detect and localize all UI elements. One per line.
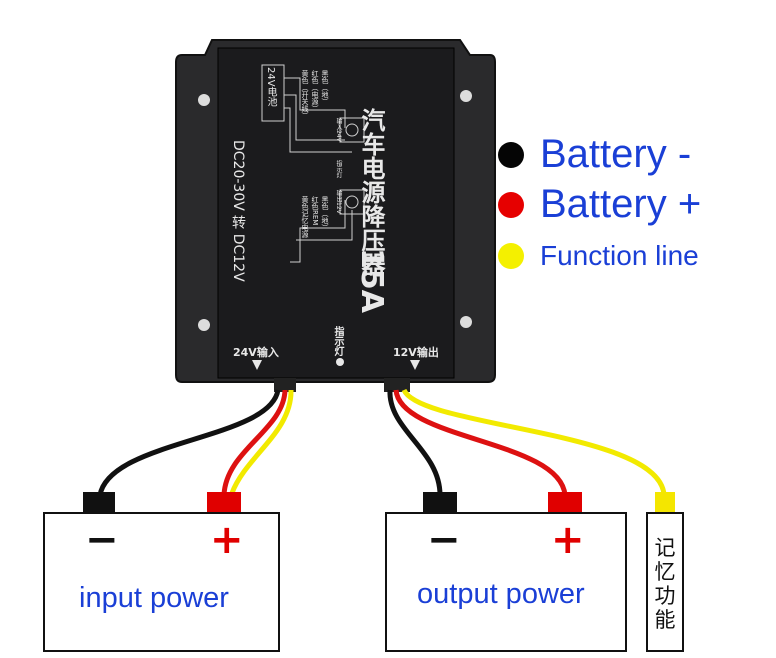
device-face bbox=[217, 47, 455, 379]
mount-hole-top-left bbox=[198, 94, 210, 106]
input-cable-gland bbox=[274, 378, 296, 392]
output-power-box: − + output power bbox=[385, 512, 627, 652]
legend-function-line: Function line bbox=[498, 240, 699, 272]
wire-note-6: 黑色（地） bbox=[321, 196, 329, 231]
indicator-led bbox=[336, 358, 344, 366]
output-port-label: 12V输出 bbox=[393, 346, 439, 359]
wire-note-5: 红色REM bbox=[311, 196, 319, 226]
battery-tag: 24V电池 bbox=[265, 67, 276, 107]
wire-note-2: 红色（电源） bbox=[311, 70, 319, 112]
input-positive-terminal bbox=[207, 492, 241, 514]
input-power-box: − + input power bbox=[43, 512, 280, 652]
output-yellow-wire bbox=[401, 388, 667, 496]
wire-note-4: 黄色记忆电源 bbox=[301, 196, 309, 238]
input-minus-sign: − bbox=[85, 517, 119, 563]
wire-note-3: 黑色（地） bbox=[321, 70, 329, 105]
diagram-tag-input: 输入24V bbox=[335, 118, 342, 142]
mount-hole-bottom-left bbox=[198, 319, 210, 331]
indicator-label: 指示灯 bbox=[332, 326, 343, 356]
legend-battery-positive: Battery + bbox=[498, 182, 701, 227]
legend-label: Battery + bbox=[540, 182, 702, 226]
input-power-label: input power bbox=[79, 582, 229, 614]
face-schematic bbox=[261, 64, 365, 263]
yellow-dot-icon bbox=[498, 243, 524, 269]
mount-hole-top-right bbox=[460, 90, 472, 102]
output-cable-gland bbox=[384, 378, 410, 392]
input-negative-terminal bbox=[83, 492, 115, 514]
output-minus-sign: − bbox=[427, 517, 461, 563]
device-conversion: DC20-30V 转 DC12V bbox=[230, 140, 246, 282]
output-red-wire bbox=[393, 389, 568, 496]
legend-label: Function line bbox=[540, 240, 699, 271]
output-port-arrow bbox=[410, 360, 420, 370]
device-rating: 15A bbox=[354, 248, 389, 313]
black-dot-icon bbox=[498, 141, 524, 168]
output-negative-terminal bbox=[423, 492, 457, 514]
wire-note-1: 黄色（开关线） bbox=[301, 70, 309, 119]
device-title: 汽车电源降压器 bbox=[357, 108, 385, 276]
output-plus-sign: + bbox=[551, 517, 585, 563]
diagram-tag-indicator: 指示灯 bbox=[335, 160, 342, 178]
input-plus-sign: + bbox=[210, 517, 244, 563]
memory-terminal bbox=[655, 492, 675, 514]
input-port-arrow bbox=[252, 360, 262, 370]
memory-function-label: 记忆功能 bbox=[654, 536, 676, 632]
input-yellow-wire bbox=[229, 389, 294, 494]
input-port-label: 24V输入 bbox=[233, 346, 279, 359]
legend-label: Battery - bbox=[540, 132, 692, 176]
input-black-wire bbox=[97, 389, 281, 496]
legend-battery-negative: Battery - bbox=[498, 132, 691, 177]
memory-function-box: 记忆功能 bbox=[646, 512, 684, 652]
red-dot-icon bbox=[498, 191, 524, 218]
output-power-label: output power bbox=[417, 578, 585, 610]
mount-hole-bottom-right bbox=[460, 316, 472, 328]
output-positive-terminal bbox=[548, 492, 582, 514]
output-black-wire bbox=[387, 389, 443, 496]
input-red-wire bbox=[221, 389, 288, 496]
diagram-tag-output: 输出12V bbox=[335, 190, 342, 214]
